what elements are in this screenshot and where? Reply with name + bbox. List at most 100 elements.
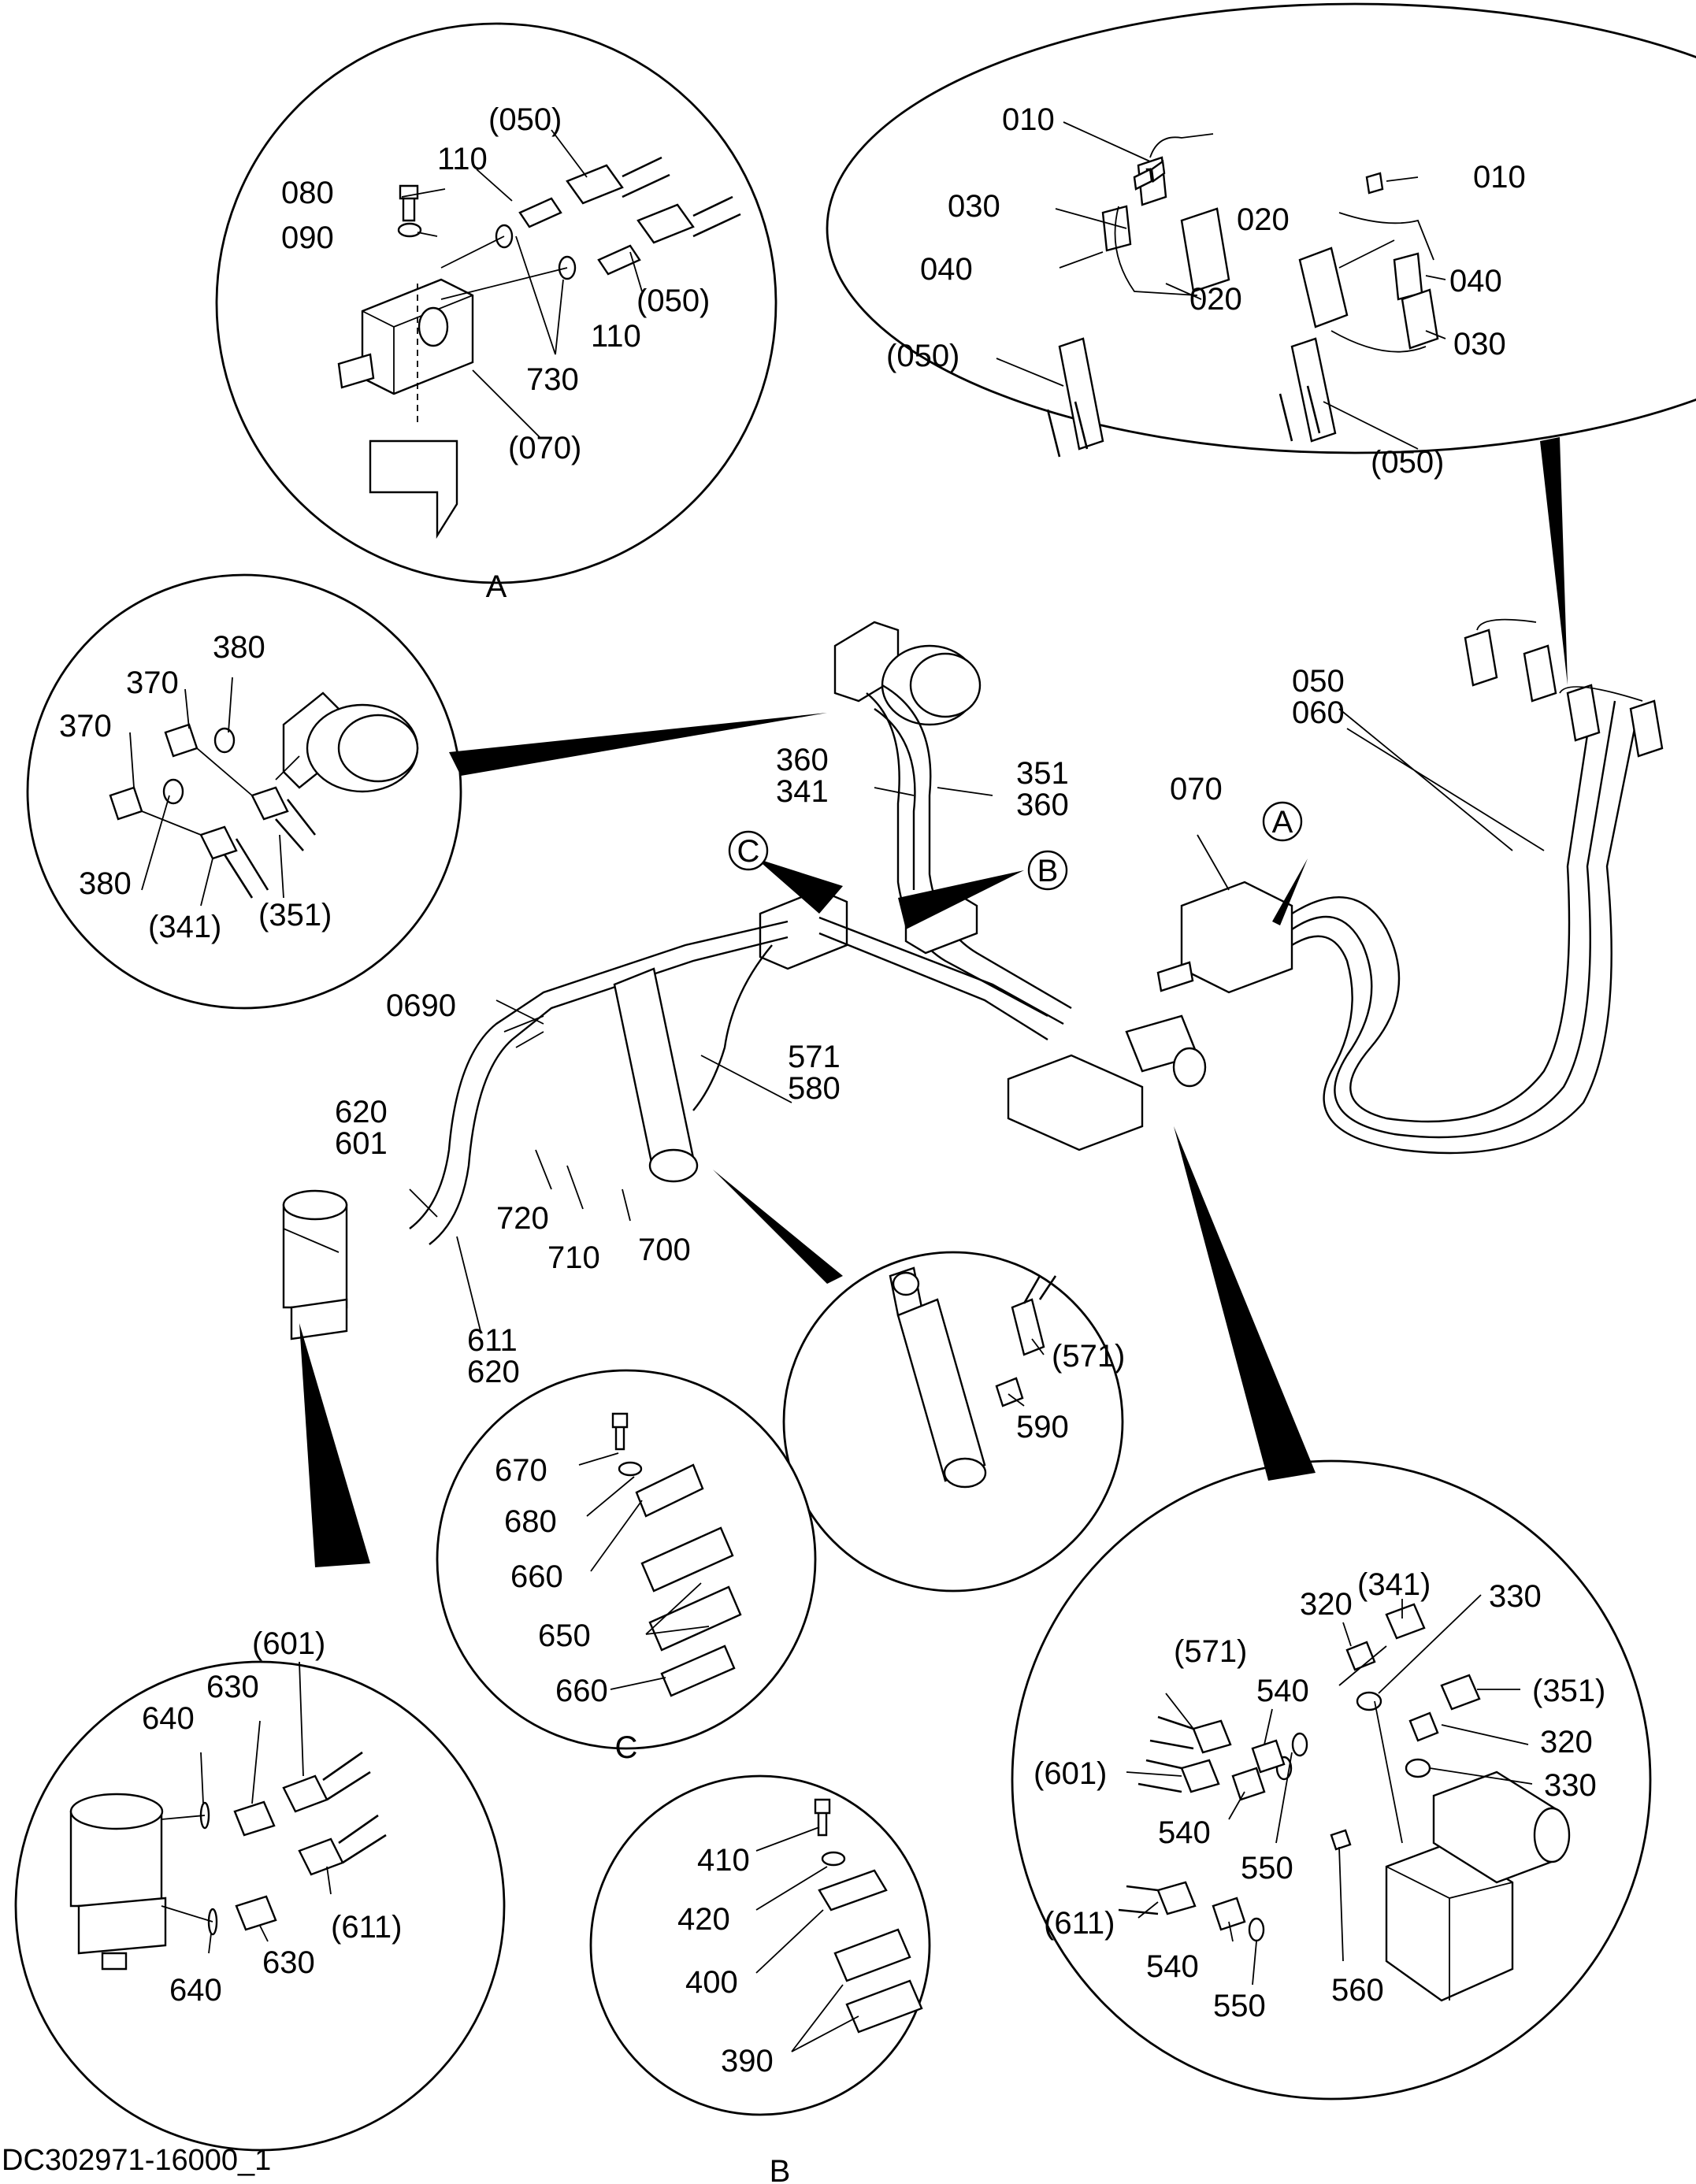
label-mo-640-bottom: 640 [169, 1973, 222, 2008]
label-a-110-top: 110 [437, 142, 488, 176]
detail-a-view [215, 22, 777, 584]
label-mo-630-top: 630 [206, 1670, 259, 1704]
label-m-720: 720 [496, 1201, 549, 1236]
callout-c-letter: C [737, 834, 760, 869]
detail-motor-view [14, 1660, 506, 2152]
callout-b-letter: B [1037, 854, 1059, 888]
detail-b-view [589, 1774, 931, 2116]
label-v-540-bottom: 540 [1146, 1949, 1199, 1984]
label-v-320-top: 320 [1300, 1587, 1353, 1622]
label-p-370-top: 370 [126, 666, 179, 700]
label-v-550-bottom: 550 [1213, 1989, 1266, 2023]
label-s-050-right: (050) [1371, 445, 1444, 480]
callout-a-letter: A [1272, 805, 1293, 840]
detail-motor-labels: (601) 640 630 (611) 640 630 [142, 1626, 402, 2008]
detail-sensor-view [826, 2, 1696, 458]
label-a-090: 090 [281, 221, 334, 255]
label-p-380-top: 380 [213, 630, 265, 665]
label-v-330-right: 330 [1544, 1768, 1597, 1803]
label-s-040-left: 040 [920, 252, 973, 287]
detail-c-view [436, 1369, 817, 1750]
label-v-540-top: 540 [1256, 1674, 1309, 1708]
detail-cylinder-labels: (571) 590 [1016, 1339, 1125, 1444]
label-v-330-top: 330 [1489, 1579, 1542, 1614]
label-m-580: 580 [788, 1071, 841, 1106]
label-p-370-left: 370 [59, 709, 112, 743]
label-c-670: 670 [495, 1453, 547, 1488]
label-m-601: 601 [335, 1126, 388, 1161]
label-m-0690: 0690 [386, 988, 456, 1023]
label-c-650: 650 [538, 1619, 591, 1653]
drawing-code: DC302971-16000_1 [2, 2144, 271, 2177]
label-s-050-left: (050) [886, 339, 959, 373]
label-c-680: 680 [504, 1504, 557, 1539]
label-v-560: 560 [1331, 1973, 1384, 2008]
detail-c-letter: C [615, 1730, 638, 1765]
label-b-390: 390 [721, 2044, 774, 2078]
label-a-070: (070) [508, 431, 581, 465]
label-v-540-mid: 540 [1158, 1815, 1211, 1850]
main-labels: 050 060 360 341 351 360 070 0690 571 580… [335, 664, 1345, 1389]
detail-valve-labels: (341) 320 330 (571) 540 (351) 320 330 (6… [1034, 1567, 1605, 2023]
label-v-571: (571) [1174, 1634, 1247, 1669]
label-v-351: (351) [1532, 1674, 1605, 1708]
label-b-410: 410 [697, 1843, 750, 1878]
detail-pump-labels: 380 370 370 380 (341) (351) [59, 630, 332, 944]
label-m-620-b: 620 [467, 1355, 520, 1389]
label-v-550-mid: 550 [1241, 1851, 1293, 1886]
callout-bubbles: C B A [728, 801, 1303, 891]
label-m-710: 710 [547, 1240, 600, 1275]
label-m-611: 611 [467, 1323, 518, 1358]
label-m-360-a: 360 [776, 743, 829, 777]
detail-b-letter: B [770, 2154, 791, 2184]
label-m-351: 351 [1016, 756, 1069, 791]
label-s-020-left: 020 [1189, 282, 1242, 317]
label-p-380-bottom: 380 [79, 866, 132, 901]
detail-sensor-labels: 010 030 040 020 (050) 020 010 040 030 (0… [886, 102, 1526, 480]
label-a-110-bottom: 110 [591, 319, 641, 354]
label-m-050: 050 [1292, 664, 1345, 699]
label-p-351: (351) [258, 898, 332, 933]
label-v-601: (601) [1034, 1756, 1107, 1791]
detail-a-labels: (050) 110 080 090 110 (050) 730 (070) A [281, 102, 710, 604]
label-cyl-571: (571) [1052, 1339, 1125, 1374]
label-mo-611: (611) [331, 1910, 402, 1945]
callout-pointers [299, 437, 1568, 1567]
detail-cylinder-view [782, 1251, 1124, 1593]
label-m-341: 341 [776, 774, 829, 809]
detail-b-labels: 410 420 400 390 B [677, 1843, 790, 2184]
label-m-360-b: 360 [1016, 788, 1069, 822]
label-s-030-left: 030 [948, 189, 1000, 224]
detail-a-letter: A [486, 569, 507, 604]
main-assembly [282, 618, 1664, 1340]
label-m-060: 060 [1292, 695, 1345, 730]
label-s-010-right: 010 [1473, 160, 1526, 195]
label-mo-640-top: 640 [142, 1701, 195, 1736]
label-a-730: 730 [526, 362, 579, 397]
label-v-341: (341) [1357, 1567, 1431, 1602]
label-b-400: 400 [685, 1965, 738, 2000]
label-b-420: 420 [677, 1902, 730, 1937]
label-c-660-bottom: 660 [555, 1674, 608, 1708]
leader-lines [129, 121, 1545, 2052]
detail-c-labels: 670 680 660 650 660 C [495, 1453, 637, 1765]
label-a-050-top: (050) [488, 102, 562, 137]
label-v-611: (611) [1044, 1906, 1115, 1941]
label-a-050-bottom: (050) [636, 284, 710, 318]
label-mo-601: (601) [252, 1626, 325, 1661]
label-s-020-right: 020 [1237, 202, 1290, 237]
label-s-030-right: 030 [1453, 327, 1506, 362]
label-a-080: 080 [281, 176, 334, 210]
label-v-320-right: 320 [1540, 1725, 1593, 1759]
label-s-040-right: 040 [1449, 264, 1502, 298]
label-cyl-590: 590 [1016, 1410, 1069, 1444]
label-s-010-left: 010 [1002, 102, 1055, 137]
label-m-571: 571 [788, 1040, 841, 1074]
label-m-070: 070 [1170, 772, 1223, 806]
label-m-700: 700 [638, 1233, 691, 1267]
detail-pump-view [26, 573, 462, 1010]
label-c-660-top: 660 [510, 1559, 563, 1594]
label-p-341: (341) [148, 910, 221, 944]
label-mo-630-bottom: 630 [262, 1945, 315, 1980]
